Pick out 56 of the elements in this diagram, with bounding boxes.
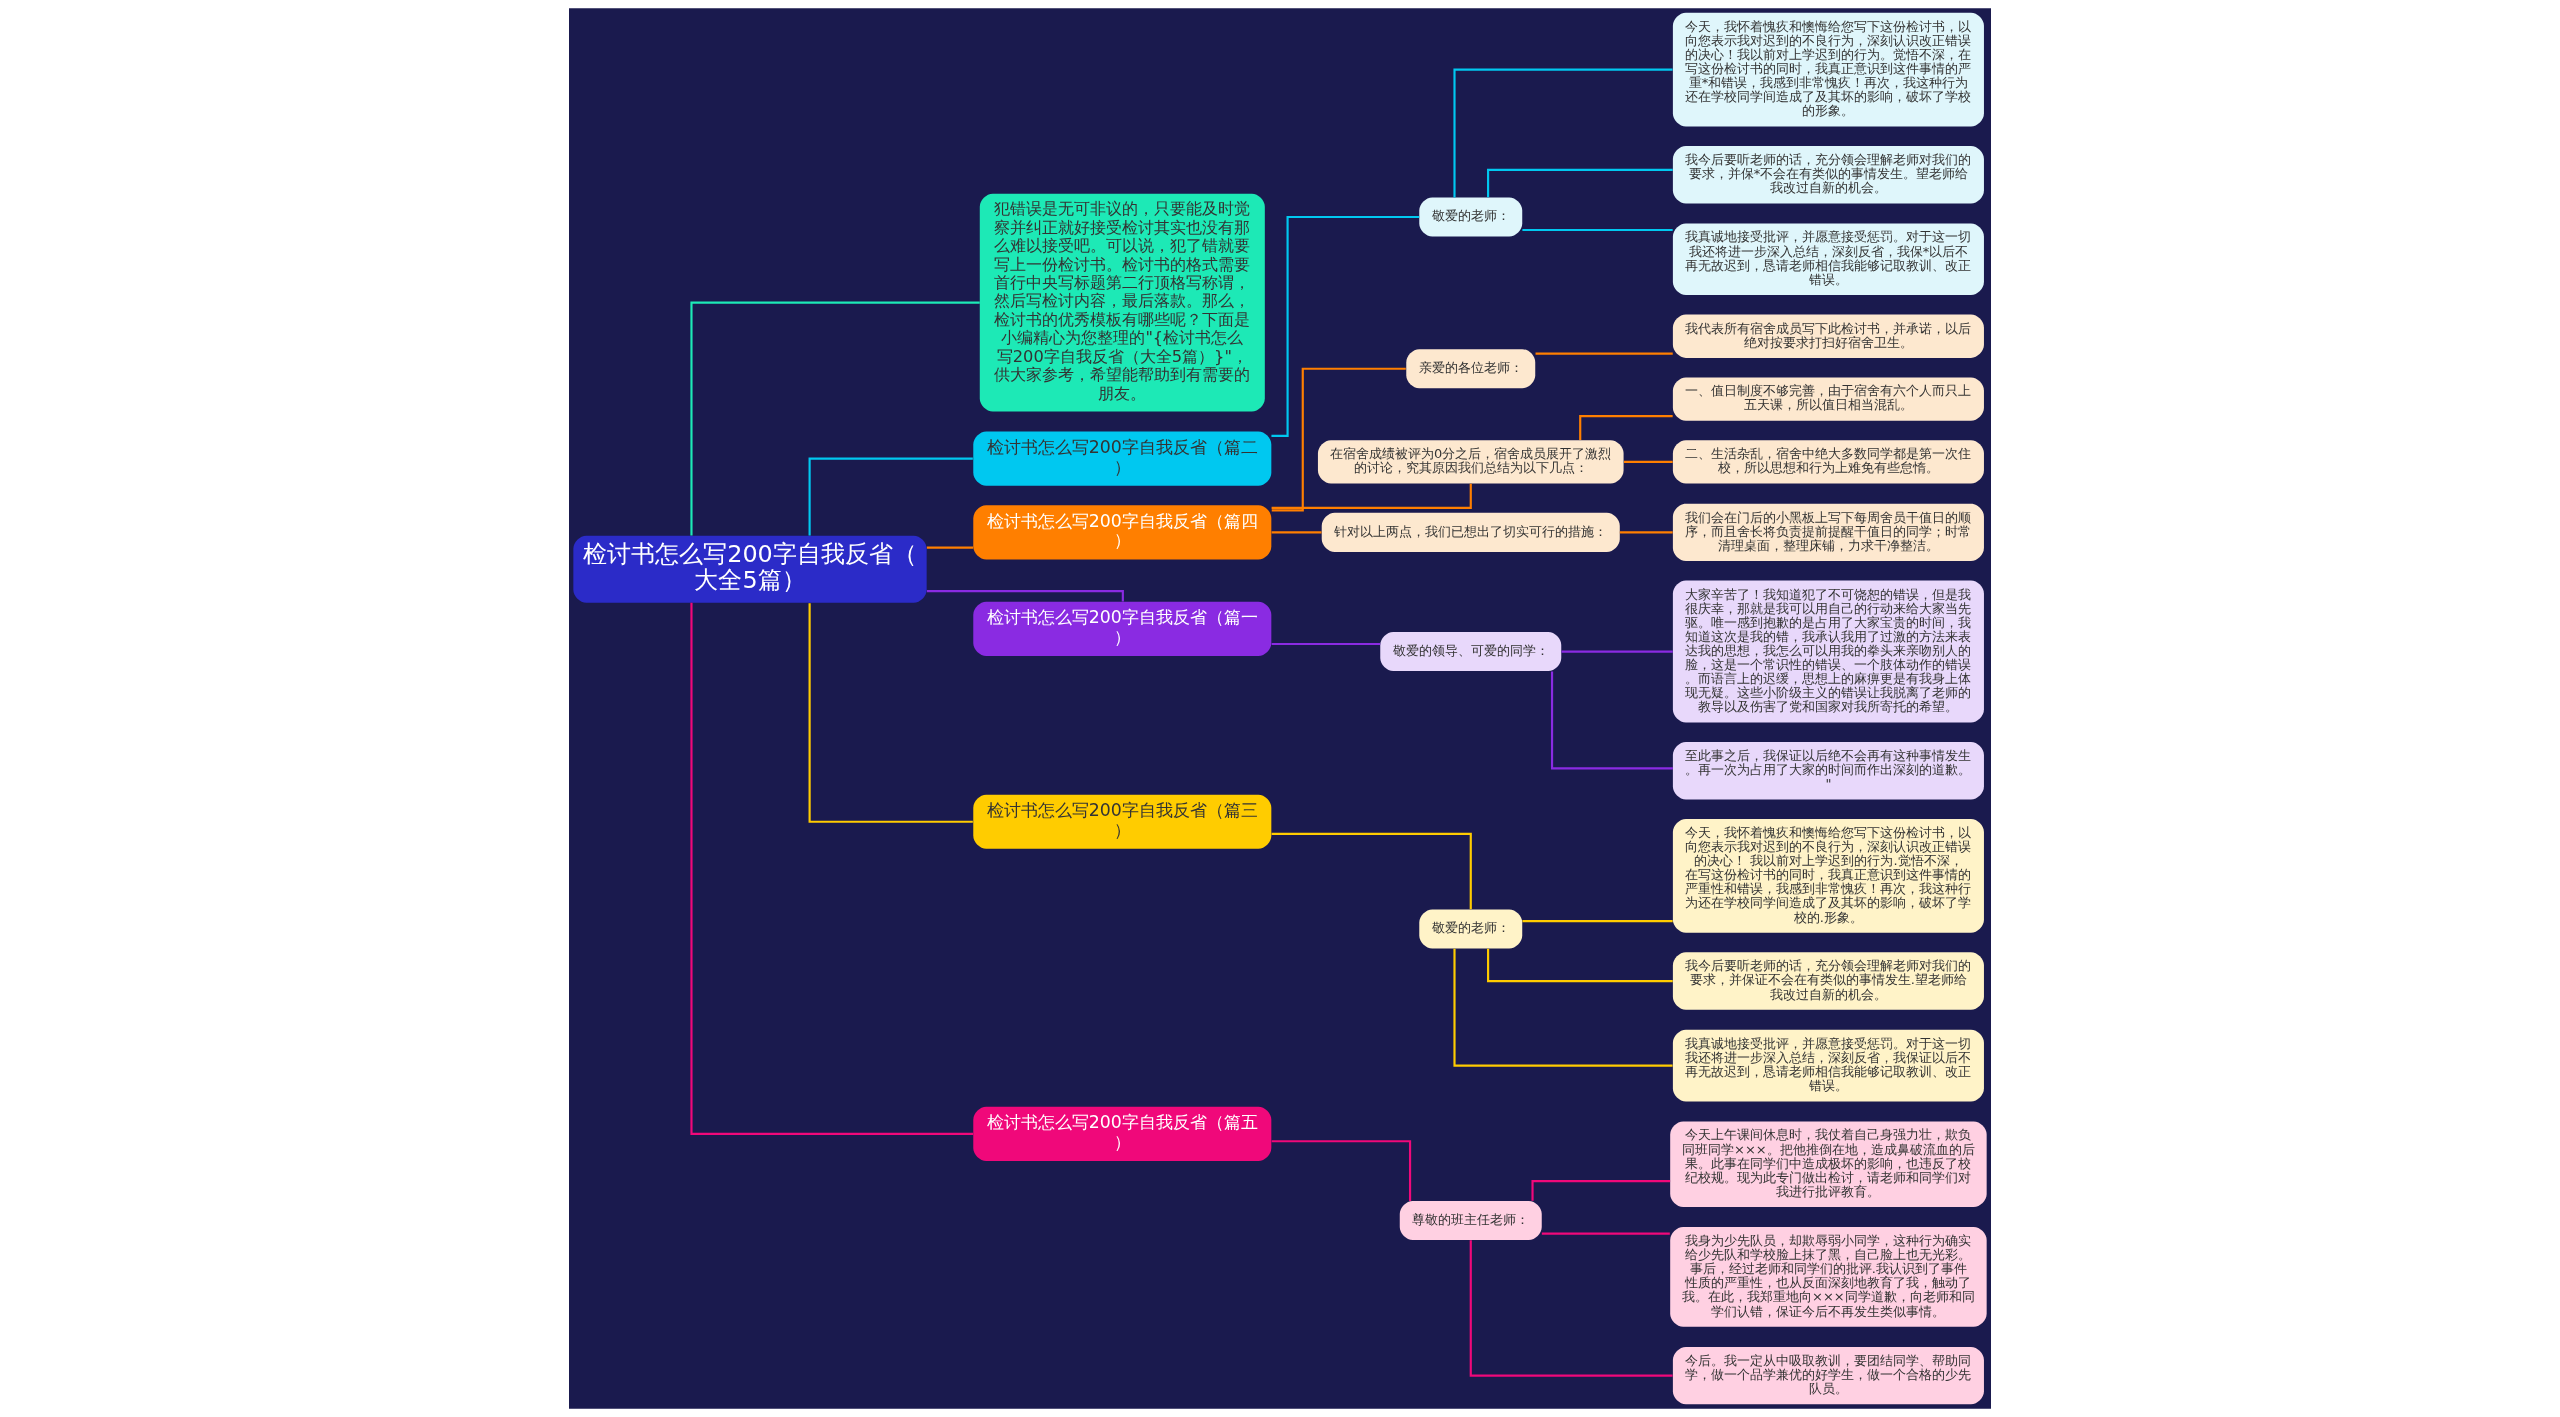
node-box: 我真诚地接受批评，并愿意接受惩罚。对于这一切我还将进一步深入总结，深刻反省，我保证以后不再无故迟到，恳请老师相信我能够记取教训、改正错误。 <box>1672 1029 1984 1102</box>
node-box: 今天上午课间休息时，我仗着自己身强力壮，欺负同班同学×××。把他推倒在地，造成鼻破流血的后果。此事在同学们中造成极坏的影响，也违反了校纪校规。现为此专门做出检讨，请老师和同学们对我进行批评教育。 <box>1670 1121 1987 1208</box>
node-box: 犯错误是无可非议的，只要能及时觉察并纠正就好接受检讨其实也没有那么难以接受吧。可以说，犯了错就要写上一份检讨书。检讨书的格式需要首行中央写标题第二行顶格写称谓，然后写检讨内容，最后落款。那么，检讨书的优秀模板有哪些呢？下面是小编精心为您整理的"{检讨书怎么写200字自我反省（大全5篇）}"，供大家参考，希望能帮助到有需要的朋友。 <box>979 193 1265 412</box>
node-box: 亲爱的各位老师： <box>1406 349 1536 389</box>
connector <box>1271 367 1406 512</box>
node-box: 今后。我一定从中吸取教训，要团结同学、帮助同学，做一个品学兼优的好学生，做一个合格的少先队员。 <box>1672 1346 1984 1405</box>
node-box: 我今后要听老师的话，充分领会理解老师对我们的要求，并保证不会在有类似的事情发生.望老师给我改过自新的机会。 <box>1672 952 1984 1010</box>
connector <box>808 603 973 823</box>
node-box: 检讨书怎么写200字自我反省（篇二） <box>973 431 1272 486</box>
connector <box>1453 68 1673 198</box>
connector <box>1541 1232 1670 1235</box>
connector <box>1522 228 1673 232</box>
connector <box>690 602 974 1135</box>
node-box: 检讨书怎么写200字自我反省（篇五） <box>973 1106 1272 1161</box>
connector <box>1535 352 1673 355</box>
connector <box>1469 1240 1673 1377</box>
node-box: 二、生活杂乱，宿舍中绝大多数同学都是第一次住校，所以思想和行为上难免有些怠惰。 <box>1672 440 1984 484</box>
node-box: 敬爱的领导、可爱的同学： <box>1380 632 1562 672</box>
node-box: 尊敬的班主任老师： <box>1399 1201 1542 1241</box>
node-box: 我们会在门后的小黑板上写下每周舍员干值日的顺序，而且舍长将负责提前提醒干值日的同学；时常清理桌面，整理床铺，力求干净整洁。 <box>1672 503 1984 562</box>
connector <box>1579 415 1673 441</box>
connector <box>1453 948 1673 1067</box>
connector <box>926 546 974 549</box>
connector <box>1271 832 1472 910</box>
connector <box>1271 531 1322 534</box>
connector <box>1624 460 1673 463</box>
node-box: 今天，我怀着愧疚和懊悔给您写下这份检讨书，以向您表示我对迟到的不良行为，深刻认识改正错误的决心！ 我以前对上学迟到的行为.觉悟不深，在写这份检讨书的同时，我真正意识到这件事情的严重性和错误，我感到非常愧疚！再次，我这种行为还在学校同学间造成了及其坏的影响，破坏了学校的.形象。 <box>1672 819 1984 933</box>
node-box: 一、值日制度不够完善，由于宿舍有六个人而只上五天课，所以值日相当混乱。 <box>1672 377 1984 421</box>
node-box: 检讨书怎么写200字自我反省（大全5篇） <box>573 535 927 603</box>
connector <box>1487 168 1673 198</box>
connector <box>808 457 973 536</box>
connector <box>690 301 980 536</box>
connector <box>1522 920 1673 923</box>
node-box: 检讨书怎么写200字自我反省（篇三） <box>973 794 1272 849</box>
node-box: 至此事之后，我保证以后绝不会再有这种事情发生。再一次为占用了大家的时间而作出深刻的道歉。" <box>1672 742 1984 800</box>
node-box: 在宿舍成绩被评为0分之后，宿舍成员展开了激烈的讨论，究其原因我们总结为以下几点： <box>1317 440 1624 484</box>
node-box: 检讨书怎么写200字自我反省（篇四） <box>973 505 1272 560</box>
connector <box>1487 948 1673 983</box>
node-box: 大家辛苦了！我知道犯了不可饶恕的错误，但是我很庆幸，那就是我可以用自己的行动来给大家当先驱。唯一感到抱歉的是占用了大家宝贵的时间，我知道这次是我的错，我承认我用了过激的方法来表达我的思想，我怎么可以用我的拳头来亲吻别人的脸，这是一个常识性的错误、一个肢体动作的错误。而语言上的迟缓，思想上的麻痹更是有我身上体现无疑。这些小阶级主义的错误让我脱离了老师的教导以及伤害了党和国家对我所寄托的希望。 <box>1672 580 1984 723</box>
node-box: 检讨书怎么写200字自我反省（篇一） <box>973 601 1272 656</box>
connector <box>1561 650 1673 653</box>
connector <box>1531 1179 1671 1201</box>
connector <box>1271 215 1420 437</box>
node-box: 我真诚地接受批评，并愿意接受惩罚。对于这一切我还将进一步深入总结，深刻反省，我保*以后不再无故迟到，恳请老师相信我能够记取教训、改正错误。 <box>1672 223 1984 295</box>
connector <box>1271 642 1381 646</box>
node-box: 今天，我怀着愧疚和懊悔给您写下这份检讨书，以向您表示我对迟到的不良行为，深刻认识改正错误的决心！我以前对上学迟到的行为。觉悟不深，在写这份检讨书的同时，我真正意识到这件事情的严重*和错误，我感到非常愧疚！再次，我这种行为还在学校同学间造成了及其坏的影响，破坏了学校的形象。 <box>1672 12 1984 127</box>
connector <box>1550 671 1673 770</box>
node-box: 敬爱的老师： <box>1419 909 1523 949</box>
node-box: 我代表所有宿舍成员写下此检讨书，并承诺，以后绝对按要求打扫好宿舍卫生。 <box>1672 314 1984 358</box>
connector <box>1271 483 1472 509</box>
node-box: 我身为少先队员，却欺辱弱小同学，这种行为确实给少先队和学校脸上抹了黑，自己脸上也无光彩。事后，经过老师和同学们的批评.我认识到了事件性质的严重性，也从反面深刻地教育了我，触动了我。在此，我郑重地向×××同学道歉，向老师和同学们认错，保证今后不再发生类似事情。 <box>1670 1227 1987 1327</box>
node-box: 我今后要听老师的话，充分领会理解老师对我们的要求，并保*不会在有类似的事情发生。望老师给我改过自新的机会。 <box>1672 146 1984 204</box>
connector <box>1619 531 1673 534</box>
node-box: 敬爱的老师： <box>1419 197 1523 237</box>
connector <box>1271 1140 1412 1201</box>
node-box: 针对以上两点，我们已想出了切实可行的措施： <box>1321 512 1620 552</box>
